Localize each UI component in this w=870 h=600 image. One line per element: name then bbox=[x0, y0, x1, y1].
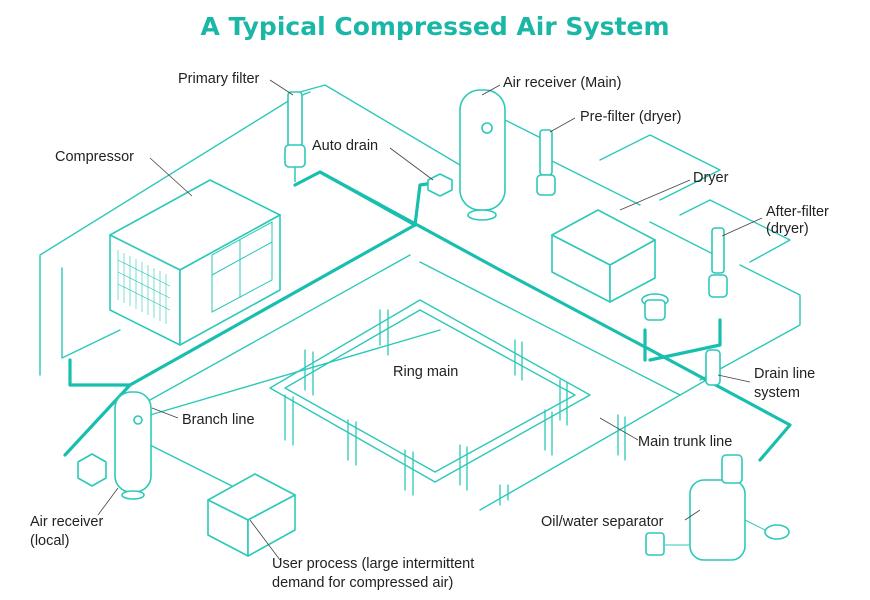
drain-line-trap bbox=[705, 349, 721, 386]
user-process-pipe bbox=[149, 444, 241, 491]
compressor-grille bbox=[117, 250, 171, 324]
after-filter bbox=[708, 227, 728, 298]
label-ring-main: Ring main bbox=[393, 364, 458, 380]
ring-main-drops bbox=[284, 309, 626, 506]
drain-line-to-trunk bbox=[318, 170, 792, 462]
label-dryer: Dryer bbox=[693, 170, 729, 186]
label-drain-line-system: system bbox=[754, 385, 800, 401]
ring-main-pipe bbox=[269, 299, 591, 483]
compressor-supply-pipe-return bbox=[61, 267, 121, 359]
label-pre-filter: Pre-filter (dryer) bbox=[580, 109, 682, 125]
oil-water-separator bbox=[645, 454, 790, 561]
drain-from-dryer bbox=[643, 318, 722, 362]
label-air-receiver-main: Air receiver (Main) bbox=[503, 75, 621, 91]
primary-filter bbox=[284, 91, 306, 182]
ring-feed-pipe-2 bbox=[149, 254, 411, 401]
label-air-receiver-local-2: (local) bbox=[30, 533, 69, 549]
filter-to-receiver-pipe bbox=[299, 84, 461, 166]
label-after-filter-dryer: (dryer) bbox=[766, 221, 809, 237]
label-main-trunk-line: Main trunk line bbox=[638, 434, 732, 450]
label-after-filter: After-filter bbox=[766, 204, 829, 220]
label-air-receiver-local: Air receiver bbox=[30, 514, 103, 530]
label-compressor: Compressor bbox=[55, 149, 134, 165]
air-receiver-main bbox=[459, 89, 506, 221]
label-auto-drain: Auto drain bbox=[312, 138, 378, 154]
label-oil-water-separator: Oil/water separator bbox=[541, 514, 664, 530]
ring-feed-pipe bbox=[419, 261, 681, 396]
main-trunk-line-pipe bbox=[479, 374, 716, 511]
auto-drain bbox=[427, 173, 453, 197]
label-user-process: User process (large intermittent bbox=[272, 556, 474, 572]
page-title: A Typical Compressed Air System bbox=[200, 12, 670, 41]
label-branch-line: Branch line bbox=[182, 412, 255, 428]
user-process bbox=[207, 473, 296, 557]
ring-main-inner bbox=[284, 309, 576, 473]
pipe-network bbox=[39, 84, 801, 511]
label-drain-line: Drain line bbox=[754, 366, 815, 382]
receiver-to-prefilter-pipe bbox=[504, 119, 546, 141]
label-primary-filter: Primary filter bbox=[178, 71, 260, 87]
label-user-process-2: demand for compressed air) bbox=[272, 575, 453, 591]
pre-filter bbox=[536, 129, 556, 196]
prefilter-to-dryer-pipe bbox=[549, 134, 721, 206]
air-receiver-local bbox=[77, 391, 152, 500]
compressor bbox=[109, 179, 281, 346]
dryer bbox=[551, 209, 669, 321]
branch-line-pipe bbox=[149, 329, 441, 416]
dryer-to-afterfilter-pipe bbox=[649, 199, 791, 263]
drain-line-main bbox=[68, 170, 417, 387]
leader-lines bbox=[97, 79, 763, 561]
afterfilter-to-trunk-pipe bbox=[699, 264, 801, 381]
